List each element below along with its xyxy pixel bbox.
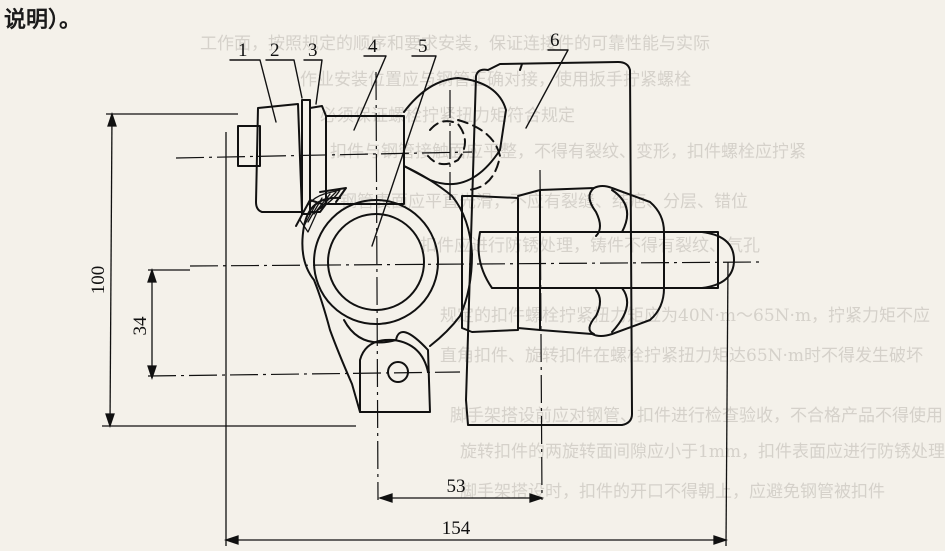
bg-line: 脚手架搭设时，扣件的开口不得朝上，应避免钢管被扣件 bbox=[460, 482, 885, 502]
hinge-rivet bbox=[427, 119, 501, 191]
bg-line: 必须保证螺栓拧紧扭力矩符合规定 bbox=[320, 106, 575, 126]
bg-line: 扣件与钢管接触面应平整，不得有裂纹、变形，扣件螺栓应拧紧 bbox=[330, 142, 806, 162]
bg-line: 作业安装位置应与钢管正确对接，使用扳手拧紧螺栓 bbox=[300, 70, 691, 90]
bleed-through-text: 工作面，按照规定的顺序和要求安装，保证连接件的可靠性能与实际 作业安装位置应与钢… bbox=[200, 34, 945, 502]
bg-line: 脚手架搭设前应对钢管、扣件进行检查验收，不合格产品不得使用 bbox=[450, 406, 943, 426]
dimension-width-total: 154 bbox=[442, 518, 471, 539]
right-bolt-nut bbox=[461, 185, 735, 337]
center-lines bbox=[147, 71, 761, 501]
part-number-labels: 1 2 3 4 5 6 bbox=[238, 30, 560, 61]
vertical-steel-pipe bbox=[465, 61, 633, 426]
part-label-6: 6 bbox=[550, 30, 560, 51]
dimension-width-partial: 53 bbox=[447, 476, 466, 497]
bg-line: 钢管表面应平直光滑，不应有裂缝、结疤、分层、错位 bbox=[340, 192, 748, 212]
horizontal-pipe-section bbox=[313, 199, 439, 325]
part-label-2: 2 bbox=[270, 40, 280, 61]
dimension-height-partial: 34 bbox=[130, 316, 151, 336]
dimension-height-total: 100 bbox=[88, 266, 109, 295]
part-label-1: 1 bbox=[238, 40, 248, 61]
leader-lines bbox=[229, 49, 569, 247]
bg-line: 直角扣件、旋转扣件在螺栓拧紧扭力矩达65N·m时不得发生破坏 bbox=[440, 346, 924, 366]
part-label-3: 3 bbox=[308, 40, 318, 61]
bg-line: 规定的扣件螺栓拧紧扭力矩应为40N·m～65N·m，拧紧力矩不应 bbox=[440, 306, 931, 326]
dimension-lines bbox=[102, 111, 729, 547]
dimension-values: 100 34 53 154 bbox=[88, 266, 471, 539]
caption-fragment: 说明）。 bbox=[4, 8, 82, 33]
drawing-stage: 工作面，按照规定的顺序和要求安装，保证连接件的可靠性能与实际 作业安装位置应与钢… bbox=[4, 8, 945, 547]
lower-pin bbox=[387, 361, 409, 383]
coupler-drawing: 1 2 3 4 5 6 100 34 53 154 bbox=[88, 30, 761, 547]
part-label-4: 4 bbox=[368, 36, 378, 57]
bg-line: 工作面，按照规定的顺序和要求安装，保证连接件的可靠性能与实际 bbox=[200, 34, 710, 54]
hatched-pad bbox=[299, 189, 341, 233]
bg-line: 旋转扣件的两旋转面间隙应小于1mm，扣件表面应进行防锈处理 bbox=[460, 442, 945, 462]
bg-line: 扣件应进行防锈处理，铸件不得有裂纹、气孔 bbox=[420, 236, 760, 256]
upper-bolt-assembly bbox=[237, 77, 507, 215]
part-label-5: 5 bbox=[418, 36, 428, 57]
